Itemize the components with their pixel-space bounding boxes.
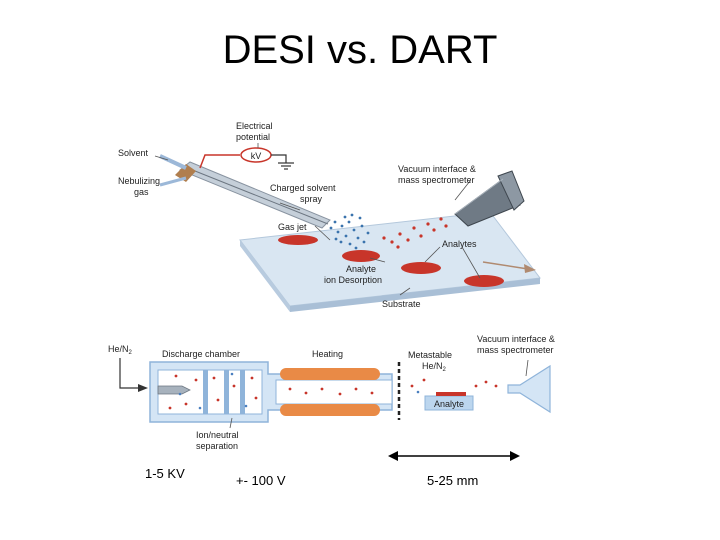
- label-dart-vacuum-2: mass spectrometer: [477, 345, 554, 355]
- label-separation-2: separation: [196, 441, 238, 451]
- label-solvent: Solvent: [118, 148, 149, 158]
- caption-voltage-kv: 1-5 KV: [145, 466, 185, 481]
- label-vacuum-1: Vacuum interface &: [398, 164, 476, 174]
- flow-arrow-icon: [524, 264, 536, 273]
- gas-inlet-arrow-icon: [138, 384, 148, 392]
- kv-label: kV: [251, 151, 262, 161]
- analyte-spot-3: [401, 262, 441, 274]
- spray-plume: [329, 213, 370, 250]
- label-electrical-1: Electrical: [236, 121, 273, 131]
- label-analyte-ion-1: Analyte: [346, 264, 376, 274]
- label-substrate: Substrate: [382, 299, 421, 309]
- distance-arrow-left-icon: [388, 451, 398, 461]
- dart-particles: [168, 374, 498, 410]
- caption-voltage-v: +- 100 V: [236, 473, 286, 488]
- label-nebulizing-1: Nebulizing: [118, 176, 160, 186]
- label-metastable-1: Metastable: [408, 350, 452, 360]
- label-metastable-2: He/N2: [422, 361, 447, 373]
- desorbed-ions: [382, 217, 448, 249]
- caption-distance: 5-25 mm: [427, 473, 479, 488]
- label-electrical-2: potential: [236, 132, 270, 142]
- label-vacuum-2: mass spectrometer: [398, 175, 475, 185]
- slide-title: DESI vs. DART: [222, 28, 498, 72]
- label-analytes: Analytes: [442, 239, 477, 249]
- label-dart-vacuum-1: Vacuum interface &: [477, 334, 555, 344]
- discharge-needle: [157, 385, 191, 395]
- dart-neutrals: [178, 372, 420, 410]
- analyte-spot-4: [464, 275, 504, 287]
- label-dart-analyte: Analyte: [434, 399, 464, 409]
- label-separation-1: Ion/neutral: [196, 430, 239, 440]
- label-gas-jet: Gas jet: [278, 222, 307, 232]
- analyte-spot-1: [278, 235, 318, 245]
- distance-arrow-right-icon: [510, 451, 520, 461]
- heating-tube: [275, 379, 393, 405]
- label-analyte-ion-2: ion Desorption: [324, 275, 382, 285]
- label-nebulizing-2: gas: [134, 187, 149, 197]
- label-discharge-chamber: Discharge chamber: [162, 349, 240, 359]
- label-he-n2: He/N2: [108, 344, 133, 356]
- label-charged-spray-1: Charged solvent: [270, 183, 336, 193]
- analyte-spot-2: [342, 250, 380, 262]
- label-heating: Heating: [312, 349, 343, 359]
- label-charged-spray-2: spray: [300, 194, 323, 204]
- dart-ms-inlet: [507, 364, 551, 414]
